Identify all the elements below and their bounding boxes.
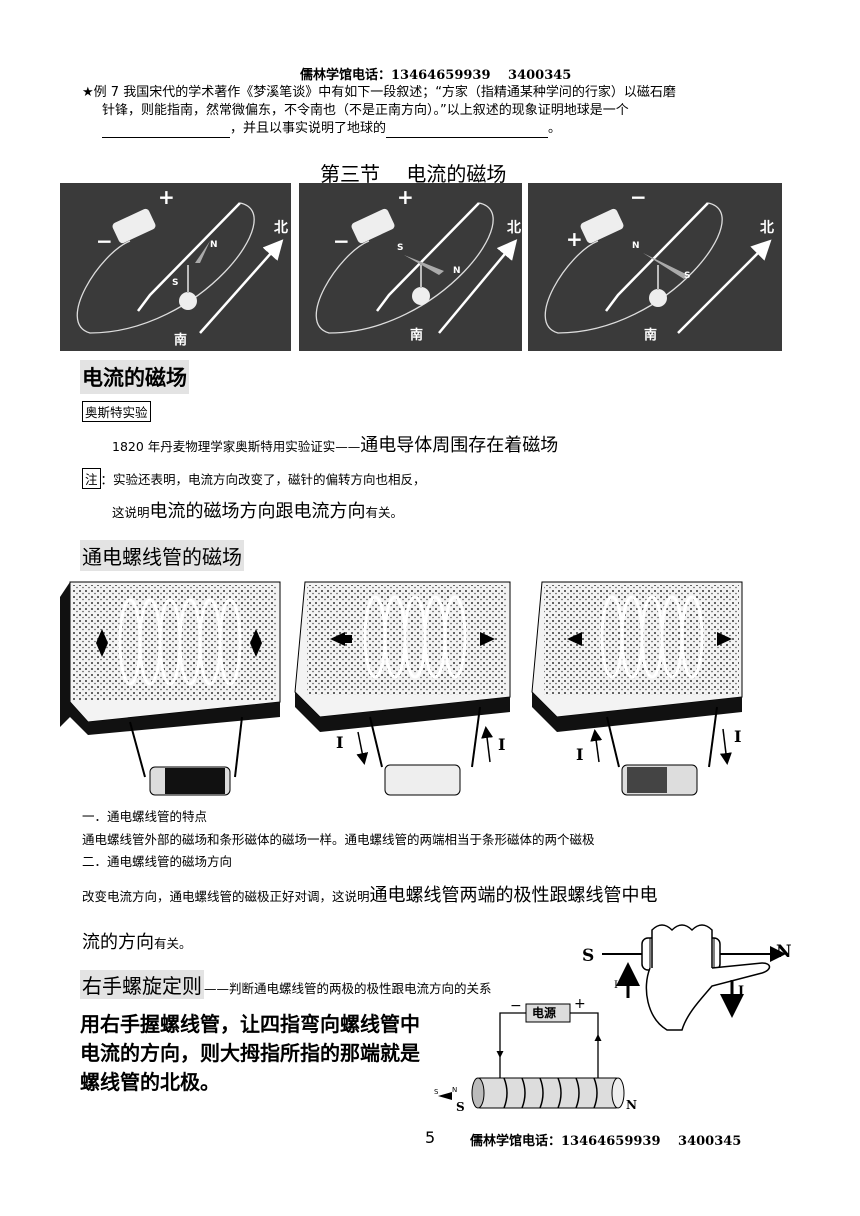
rule-line-3: 螺线管的北极。 xyxy=(80,1070,220,1094)
board3-current-right: I xyxy=(734,727,742,746)
item2-title: 二．通电螺线管的磁场方向 xyxy=(82,854,233,869)
oersted-panel-1 xyxy=(60,183,291,351)
right-hand-rule-subtitle: ——判断通电螺线管的两极的极性跟电流方向的关系 xyxy=(204,981,492,996)
panel1-plus: + xyxy=(158,185,175,209)
panel1-north: 北 xyxy=(274,220,288,236)
solenoid-circuit-figure: 电源 − + N S S N xyxy=(432,996,648,1118)
item2-post: 有关。 xyxy=(154,936,192,951)
oersted-panel-2 xyxy=(299,183,522,351)
panel2-south: 南 xyxy=(410,328,424,343)
circuit-plus: + xyxy=(574,996,586,1012)
item1-text: 通电螺线管外部的磁场和条形磁体的磁场一样。通电螺线管的两端相当于条形磁体的两个磁… xyxy=(82,832,595,847)
note-label: 注 xyxy=(82,468,101,489)
panel2-n: N xyxy=(453,266,461,276)
item2-line1: 改变电流方向，通电螺线管的磁极正好对调，这说明 通电螺线管两端的极性跟螺线管中电 xyxy=(82,881,658,907)
panel2-plus: + xyxy=(397,185,414,209)
example-7: ★例 7 我国宋代的学术著作《梦溪笔谈》中有如下一段叙述；“方家（指精通某种学问… xyxy=(82,84,802,138)
solenoid-figures: I I I I xyxy=(60,577,780,802)
page-header: 儒林学馆电话：13464659939 3400345 xyxy=(300,68,572,83)
circuit-minus: − xyxy=(510,998,522,1014)
hand-grip-svg xyxy=(602,924,786,1031)
compass-s-label: S xyxy=(434,1088,439,1096)
item2-big: 通电螺线管两端的极性跟螺线管中电 xyxy=(369,885,658,906)
note-text: ：实验还表明，电流方向改变了，磁针的偏转方向也相反， xyxy=(100,472,426,487)
panel3-n: N xyxy=(632,241,640,251)
panel3-plus: + xyxy=(566,227,583,251)
item2-pre: 改变电流方向，通电螺线管的磁极正好对调，这说明 xyxy=(82,889,370,904)
item2-line2: 流的方向 有关。 xyxy=(82,928,192,954)
panel2-s: S xyxy=(397,243,404,253)
page-footer: 儒林学馆电话：13464659939 3400345 xyxy=(470,1134,742,1149)
answer-blank-1[interactable] xyxy=(102,123,230,138)
board3-current-left: I xyxy=(576,745,584,764)
oersted-intro: 1820 年丹麦物理学家奥斯特用实验证实—— xyxy=(112,439,361,454)
rule-statement: 用右手握螺线管，让四指弯向螺线管中 电流的方向，则大拇指所指的那端就是 螺线管的… xyxy=(80,1010,436,1097)
note2-line: 这说明 电流的磁场方向跟电流方向 有关。 xyxy=(112,497,403,523)
board2-current-right: I xyxy=(498,735,506,754)
hand-n-label: N xyxy=(776,942,792,962)
panel3-north: 北 xyxy=(760,220,774,236)
example-7-line2: 针锋，则能指南，然常微偏东，不令南也（不是正南方向）。”以上叙述的现象证明地球是… xyxy=(102,103,629,118)
compass-n-label: N xyxy=(452,1086,458,1094)
panel1-south: 南 xyxy=(174,333,188,348)
right-hand-rule-heading: 右手螺旋定则 xyxy=(80,970,204,999)
section-title: 第三节 电流的磁场 xyxy=(320,162,507,186)
example-7-line3: ，并且以事实说明了地球的 。 xyxy=(82,120,802,138)
rule-line-1: 用右手握螺线管，让四指弯向螺线管中 xyxy=(80,1012,420,1036)
example-7-line1: ★例 7 我国宋代的学术著作《梦溪笔谈》中有如下一段叙述；“方家（指精通某种学问… xyxy=(82,85,676,100)
heading-current-magnetic-field: 电流的磁场 xyxy=(80,360,189,394)
panel1-s: S xyxy=(172,278,179,288)
oersted-big-text: 通电导体周围存在着磁场 xyxy=(360,435,559,456)
panel1-minus: − xyxy=(96,229,113,253)
circuit-power-label: 电源 xyxy=(532,1006,557,1020)
answer-blank-2[interactable] xyxy=(386,123,549,138)
oersted-panels-svg xyxy=(60,183,782,351)
board2-current-left: I xyxy=(336,733,344,752)
note-line: 注 ：实验还表明，电流方向改变了，磁针的偏转方向也相反， xyxy=(82,468,426,489)
solenoid-board-3 xyxy=(531,581,743,796)
panel3-minus: − xyxy=(630,185,647,209)
circuit-n-label: N xyxy=(626,1098,637,1112)
panel1-n: N xyxy=(210,240,218,250)
circuit-s-label: S xyxy=(456,1100,465,1114)
hand-grip-figure: S N I I xyxy=(572,918,796,1038)
oersted-panel-3 xyxy=(528,183,782,351)
heading-solenoid-field: 通电螺线管的磁场 xyxy=(80,540,244,571)
right-hand-rule-heading-line: 右手螺旋定则 ——判断通电螺线管的两极的极性跟电流方向的关系 xyxy=(80,970,570,999)
oersted-statement: 1820 年丹麦物理学家奥斯特用实验证实—— 通电导体周围存在着磁场 xyxy=(112,431,558,457)
rule-line-2: 电流的方向，则大拇指所指的那端就是 xyxy=(80,1041,420,1065)
oersted-figures: + − 北 南 N S + − 北 南 S N − + 北 南 N S xyxy=(60,183,782,351)
solenoid-board-2 xyxy=(294,581,511,796)
boxed-oersted-experiment: 奥斯特实验 xyxy=(82,401,151,422)
item1-title: 一．通电螺线管的特点 xyxy=(82,809,208,824)
note2-pre: 这说明 xyxy=(112,505,150,520)
circuit-svg xyxy=(438,1003,625,1109)
hand-i-left: I xyxy=(614,980,618,991)
note2-post: 有关。 xyxy=(365,505,404,520)
panel3-south: 南 xyxy=(644,328,658,343)
hand-s-label: S xyxy=(582,946,595,966)
panel2-north: 北 xyxy=(507,220,521,236)
example-7-line3-mid: ，并且以事实说明了地球的 xyxy=(230,121,387,136)
solenoid-board-1 xyxy=(60,581,281,796)
item2-big2: 流的方向 xyxy=(82,932,154,953)
example-7-line3-end: 。 xyxy=(548,121,562,136)
hand-i-right: I xyxy=(738,984,745,999)
panel2-minus: − xyxy=(333,229,350,253)
note2-big: 电流的磁场方向跟电流方向 xyxy=(149,501,366,522)
panel3-s: S xyxy=(684,271,691,281)
page-number: 5 xyxy=(425,1128,436,1147)
solenoid-figures-svg xyxy=(60,581,743,796)
